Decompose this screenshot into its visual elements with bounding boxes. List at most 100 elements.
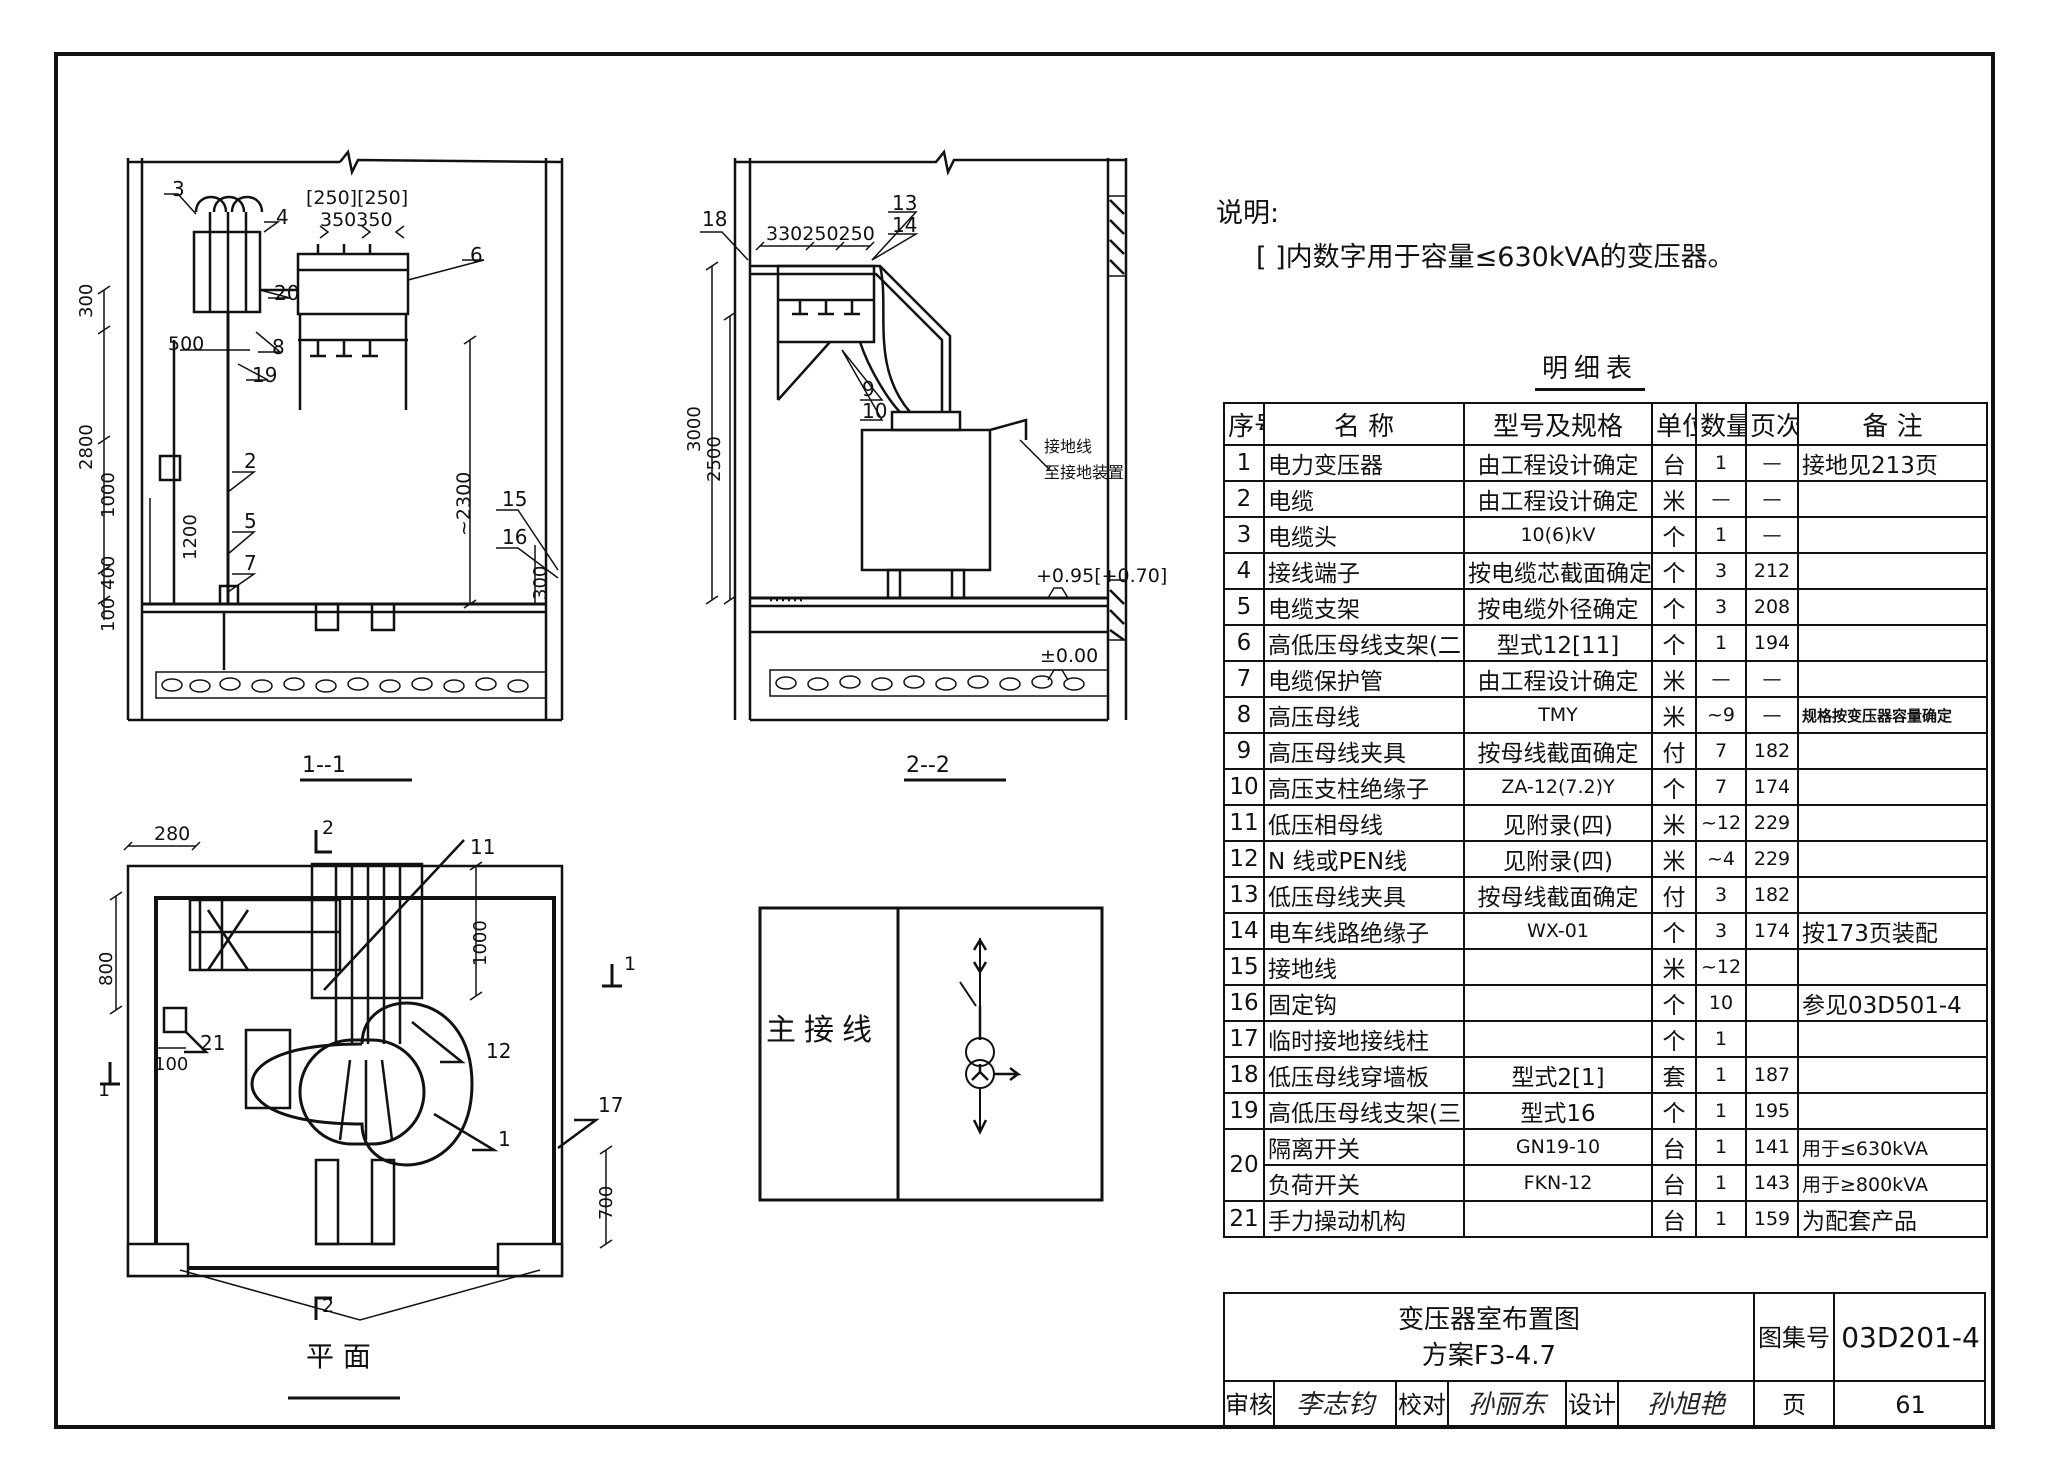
plan-caption: 平 面 [306, 1340, 371, 1373]
cell-name: 低压母线穿墙板 [1263, 1056, 1465, 1094]
check-signature: 孙丽东 [1449, 1382, 1567, 1428]
review-signature: 李志钧 [1275, 1382, 1397, 1428]
cell-unit: 个 [1651, 516, 1697, 554]
cell-page: 208 [1745, 588, 1799, 626]
cell-no: 21 [1223, 1200, 1265, 1238]
cell-page [1745, 948, 1799, 986]
table-row: 6 高低压母线支架(二 型式12[11] 个 1 194 [1223, 624, 1988, 662]
bom-table: 序号 名 称 型号及规格 单位 数量 页次 备 注 1 电力变压器 由工程设计确… [1223, 402, 1988, 1238]
cell-qty: 1 [1695, 444, 1747, 482]
cell-no: 10 [1223, 768, 1265, 806]
cell-qty: ~4 [1695, 840, 1747, 878]
cell-remark [1797, 624, 1988, 662]
cell-no: 17 [1223, 1020, 1265, 1058]
cell-unit: 米 [1651, 660, 1697, 698]
section-1-1-caption: 1--1 [302, 753, 346, 778]
cell-unit: 套 [1651, 1056, 1697, 1094]
cell-qty: 3 [1695, 912, 1747, 950]
table-row: 20 隔离开关 GN19-10 台 1 141 用于≤630kVA [1223, 1128, 1988, 1202]
cell-spec: 按电缆外径确定 [1463, 588, 1653, 626]
cell-no: 15 [1223, 948, 1265, 986]
cell-name: 手力操动机构 [1263, 1200, 1465, 1238]
design-signature: 孙旭艳 [1619, 1382, 1755, 1428]
tag-12: 12 [486, 1039, 511, 1063]
atlas-number: 03D201-4 [1835, 1294, 1986, 1382]
cell-no: 4 [1223, 552, 1265, 590]
notes-text: [ ]内数字用于容量≤630kVA的变压器。 [1256, 242, 1735, 273]
cell-qty: 1 [1695, 1128, 1747, 1166]
tag-7: 7 [244, 551, 257, 575]
bom-title: 明细表 [1535, 348, 1645, 391]
cell-remark: 规格按变压器容量确定 [1797, 696, 1988, 734]
cell-spec: 型式2[1] [1463, 1056, 1653, 1094]
cell-unit: 台 [1651, 1128, 1697, 1166]
ground-callout-1: 接地线 [1044, 437, 1092, 456]
cell-page: 229 [1745, 804, 1799, 842]
dim-2500: 2500 [704, 436, 725, 482]
cell-no: 13 [1223, 876, 1265, 914]
cell-page: 182 [1745, 732, 1799, 770]
cell-remark [1797, 660, 1988, 698]
notes-block: 说明: [ ]内数字用于容量≤630kVA的变压器。 [1216, 192, 1735, 280]
cell-unit: 个 [1651, 912, 1697, 950]
cell-remark [1797, 1056, 1988, 1094]
cell-spec: 按母线截面确定 [1463, 876, 1653, 914]
cell-remark [1797, 1092, 1988, 1130]
col-header-qty: 数量 [1695, 402, 1747, 446]
dim-300-top: 300 [76, 284, 97, 318]
cell-qty: 10 [1695, 984, 1747, 1022]
table-row: 7 电缆保护管 由工程设计确定 米 — — [1223, 660, 1988, 698]
drawing-title: 变压器室布置图 方案F3-4.7 [1225, 1294, 1755, 1382]
cell-unit: 付 [1651, 876, 1697, 914]
cell-qty: — [1695, 480, 1747, 518]
section-mark-2-top: 2 [322, 817, 334, 839]
tag-6: 6 [470, 243, 483, 267]
tag-9: 9 [862, 377, 875, 401]
cell-qty: 3 [1695, 588, 1747, 626]
cell-unit: 个 [1651, 1020, 1697, 1058]
cell-remark: 接地见213页 [1797, 444, 1988, 482]
main-wiring-label: 主接线 [766, 1013, 880, 1048]
cell-unit: 个 [1651, 984, 1697, 1022]
cell-spec: FKN-12 [1463, 1164, 1653, 1202]
cell-unit: 台 [1651, 444, 1697, 482]
cell-unit: 米 [1651, 480, 1697, 518]
page-number: 61 [1895, 1391, 1926, 1419]
cell-spec: 型式16 [1463, 1092, 1653, 1130]
cell-spec: TMY [1463, 696, 1653, 734]
dim-3000: 3000 [684, 406, 705, 452]
dim-500: 500 [168, 333, 204, 355]
tag-14: 14 [892, 213, 917, 237]
table-row: 5 电缆支架 按电缆外径确定 个 3 208 [1223, 588, 1988, 626]
cell-qty: 1 [1695, 1200, 1747, 1238]
cell-unit: 米 [1651, 948, 1697, 986]
cell-qty: ~9 [1695, 696, 1747, 734]
cell-page [1745, 1020, 1799, 1058]
section-2-2-view [700, 149, 1128, 782]
cell-qty: 1 [1695, 1164, 1747, 1202]
cell-name: 高低压母线支架(二 [1263, 624, 1465, 662]
table-row: 9 高压母线夹具 按母线截面确定 付 7 182 [1223, 732, 1988, 770]
tag-13: 13 [892, 191, 917, 215]
cell-no: 2 [1223, 480, 1265, 518]
cell-remark [1797, 876, 1988, 914]
cell-no: 16 [1223, 984, 1265, 1022]
cell-no: 20 [1223, 1128, 1265, 1202]
cell-remark: 用于≤630kVA [1797, 1128, 1988, 1166]
cell-spec: 按电缆芯截面确定 [1463, 552, 1653, 590]
cell-spec [1463, 948, 1653, 986]
cell-qty: 3 [1695, 876, 1747, 914]
cell-remark [1797, 948, 1988, 986]
table-row: 8 高压母线 TMY 米 ~9 — 规格按变压器容量确定 [1223, 696, 1988, 734]
signature-row: 审核 李志钧 校对 孙丽东 设计 孙旭艳 页 61 [1225, 1382, 1986, 1428]
cell-remark: 参见03D501-4 [1797, 984, 1988, 1022]
design-label: 设计 [1567, 1382, 1619, 1428]
tag-5: 5 [244, 509, 257, 533]
cell-name: 低压母线夹具 [1263, 876, 1465, 914]
cell-spec: 按母线截面确定 [1463, 732, 1653, 770]
main-wiring-box [758, 906, 1104, 1202]
cell-spec: GN19-10 [1463, 1128, 1653, 1166]
cell-spec: 由工程设计确定 [1463, 660, 1653, 698]
table-row: 19 高低压母线支架(三 型式16 个 1 195 [1223, 1092, 1988, 1130]
drawing-title-line2: 方案F3-4.7 [1421, 1341, 1557, 1371]
